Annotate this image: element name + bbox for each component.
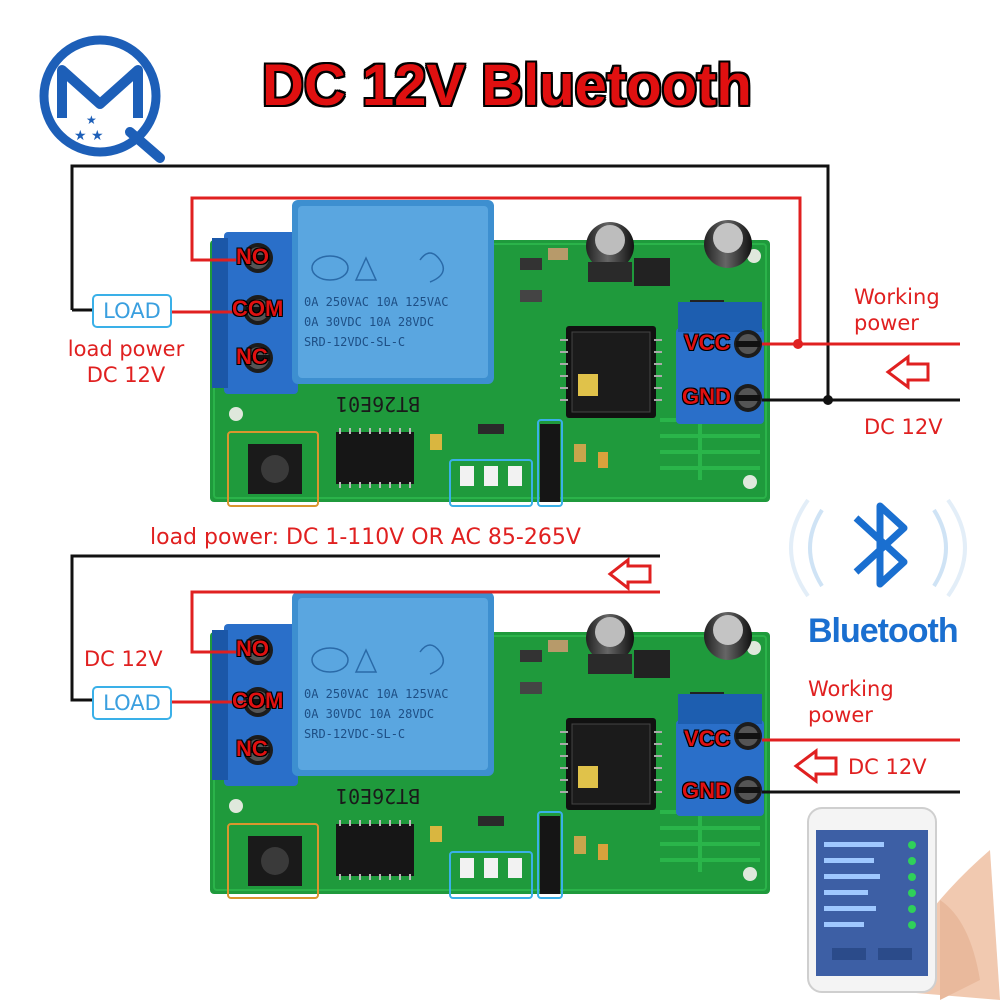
- working-power-label-top: Working power: [854, 284, 940, 337]
- arrow-left-icon: [793, 748, 838, 784]
- brand-logo-icon: ★ ★ ★: [39, 35, 165, 163]
- terminal-gnd-bottom: GND: [682, 778, 731, 803]
- power-text: power: [808, 703, 873, 728]
- terminal-no-bottom: NO: [236, 636, 269, 661]
- load-power-label-top: load power DC 12V: [48, 336, 204, 389]
- smartphone-icon: [807, 807, 1000, 1000]
- svg-text:★ ★: ★ ★: [74, 128, 104, 144]
- arrow-left-icon: [885, 354, 930, 390]
- bluetooth-label: Bluetooth: [808, 612, 959, 650]
- load-box-top: LOAD: [92, 294, 172, 328]
- power-text: power: [854, 311, 919, 336]
- load-power-caption: load power: DC 1-110V OR AC 85-265V: [150, 525, 581, 550]
- svg-text:★: ★: [86, 113, 97, 127]
- board-silk-bottom: BT26E01: [336, 784, 421, 808]
- terminal-com-top: COM: [232, 296, 284, 321]
- terminal-no-top: NO: [236, 244, 269, 269]
- working-text: Working: [808, 677, 894, 701]
- terminal-nc-bottom: NC: [236, 736, 268, 761]
- terminal-gnd-top: GND: [682, 384, 731, 409]
- terminal-com-bottom: COM: [232, 688, 284, 713]
- input-voltage-top: DC 12V: [864, 415, 943, 439]
- board-silk-top: BT26E01: [336, 392, 421, 416]
- left-voltage-bottom: DC 12V: [84, 647, 163, 671]
- load-box-bottom: LOAD: [92, 686, 172, 720]
- load-power-voltage: DC 12V: [86, 363, 166, 388]
- working-power-label-bottom: Working power: [808, 676, 894, 729]
- page-title: DC 12V Bluetooth: [262, 53, 752, 118]
- terminal-vcc-top: VCC: [684, 330, 731, 355]
- arrow-left-icon: [607, 556, 652, 592]
- terminal-vcc-bottom: VCC: [684, 726, 731, 751]
- working-text: Working: [854, 285, 940, 309]
- input-voltage-bottom: DC 12V: [848, 755, 927, 779]
- bluetooth-icon: [789, 498, 967, 598]
- load-power-text: load power: [67, 337, 185, 361]
- terminal-nc-top: NC: [236, 344, 268, 369]
